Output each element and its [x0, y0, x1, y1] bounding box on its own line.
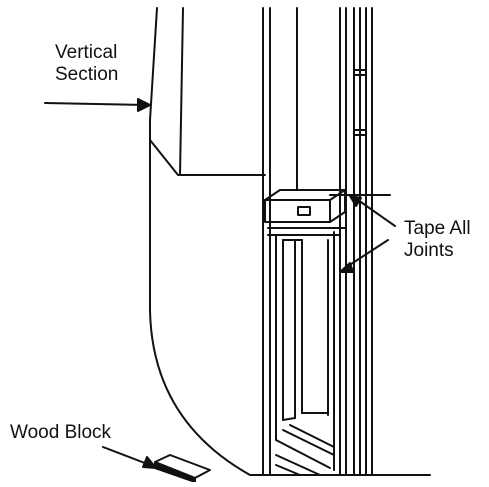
tape-joints-arrows [330, 195, 395, 272]
vertical-section-panel [150, 8, 265, 475]
tape-all-joints-label: Tape All Joints [404, 218, 471, 262]
wall-frame [250, 8, 430, 475]
wood-block-arrow [103, 447, 156, 468]
damper-frame [268, 228, 345, 475]
tape-all-joints-label-line2: Joints [404, 240, 454, 261]
vertical-section-label-line1: Vertical [55, 42, 118, 63]
vertical-section-label-line2: Section [55, 64, 119, 85]
wood-block-label: Wood Block [10, 422, 112, 443]
junction-box [265, 180, 345, 222]
vertical-section-label: Vertical Section [55, 42, 118, 86]
vertical-section-arrow [45, 99, 150, 111]
tape-all-joints-label-line1: Tape All [404, 218, 471, 239]
wood-block [155, 455, 210, 482]
